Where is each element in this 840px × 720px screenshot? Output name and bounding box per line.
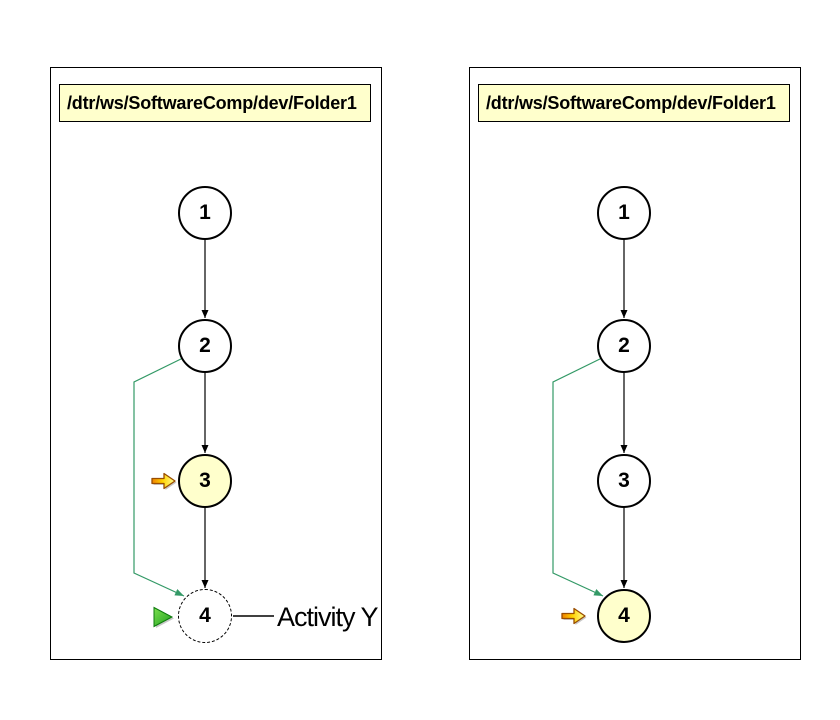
- version-node-2: 2: [597, 319, 651, 373]
- yellow-arrow-icon: [151, 472, 177, 490]
- version-node-label: 1: [199, 201, 211, 224]
- version-node-1: 1: [597, 186, 651, 240]
- green-triangle-icon: [153, 606, 174, 628]
- version-node-3: 3: [597, 454, 651, 508]
- folder-path-text: /dtr/ws/SoftwareComp/dev/Folder1: [67, 92, 357, 113]
- version-node-label: 2: [199, 334, 211, 357]
- version-node-label: 1: [618, 201, 630, 224]
- folder-path-text: /dtr/ws/SoftwareComp/dev/Folder1: [486, 92, 776, 113]
- version-graph-panel-right: /dtr/ws/SoftwareComp/dev/Folder1 1 2 3 4: [469, 67, 801, 660]
- version-graph-panel-left: /dtr/ws/SoftwareComp/dev/Folder1 1 2 3 4: [50, 67, 382, 660]
- activity-label: Activity Y: [277, 602, 379, 632]
- version-node-4: 4: [597, 589, 651, 643]
- version-node-3: 3: [178, 454, 232, 508]
- branch-edge-2-4: [552, 356, 605, 597]
- version-node-label: 3: [199, 469, 211, 492]
- version-node-label: 2: [618, 334, 630, 357]
- version-node-label: 3: [618, 469, 630, 492]
- yellow-arrow-icon: [561, 607, 587, 625]
- branch-edge-2-4: [133, 356, 186, 597]
- version-node-label: 4: [618, 604, 630, 627]
- version-node-2: 2: [178, 319, 232, 373]
- version-node-4: 4: [178, 589, 232, 643]
- version-node-label: 4: [199, 604, 211, 627]
- folder-path-title: /dtr/ws/SoftwareComp/dev/Folder1: [478, 84, 790, 122]
- folder-path-title: /dtr/ws/SoftwareComp/dev/Folder1: [59, 84, 371, 122]
- version-node-1: 1: [178, 186, 232, 240]
